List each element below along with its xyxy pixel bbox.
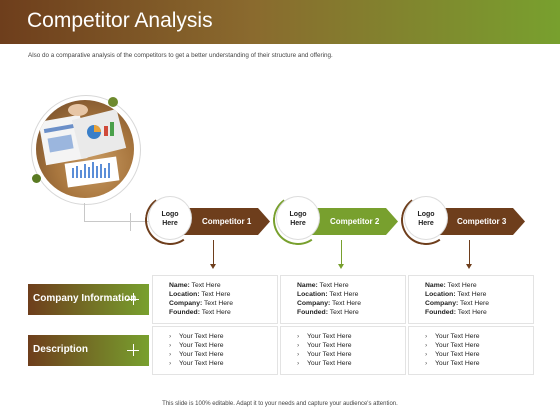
competitor-3-logo: Logo Here bbox=[405, 197, 447, 239]
chevron-right-icon: › bbox=[169, 351, 172, 358]
competitor-3-name: Competitor 3 bbox=[457, 217, 507, 226]
arrow-head-1 bbox=[210, 264, 216, 269]
label-divider-h bbox=[127, 299, 139, 300]
chevron-right-icon: › bbox=[297, 360, 300, 367]
chevron-right-icon: › bbox=[297, 333, 300, 340]
competitor-3-description: ›Your Text Here ›Your Text Here ›Your Te… bbox=[408, 326, 534, 375]
competitor-1-description: ›Your Text Here ›Your Text Here ›Your Te… bbox=[152, 326, 278, 375]
plus-icon bbox=[127, 344, 139, 356]
competitor-3-info: Name: Text Here Location: Text Here Comp… bbox=[408, 275, 534, 324]
arrow-head-2 bbox=[338, 264, 344, 269]
competitor-1-info: Name: Text Here Location: Text Here Comp… bbox=[152, 275, 278, 324]
arrow-line-1 bbox=[213, 240, 214, 264]
connector-tick bbox=[130, 213, 131, 231]
chevron-right-icon: › bbox=[425, 342, 428, 349]
decor-dot-top bbox=[108, 97, 118, 107]
arrow-line-2 bbox=[341, 240, 342, 264]
competitor-3-banner: Competitor 3 bbox=[433, 208, 525, 235]
competitor-2-info: Name: Text Here Location: Text Here Comp… bbox=[280, 275, 406, 324]
footer-note: This slide is 100% editable. Adapt it to… bbox=[162, 401, 398, 407]
analysis-illustration bbox=[38, 104, 127, 188]
analysis-photo bbox=[36, 100, 134, 198]
chevron-right-icon: › bbox=[169, 342, 172, 349]
competitor-1-name: Competitor 1 bbox=[202, 217, 252, 226]
chevron-right-icon: › bbox=[425, 360, 428, 367]
chevron-right-icon: › bbox=[297, 342, 300, 349]
chevron-right-icon: › bbox=[169, 333, 172, 340]
competitor-2-name: Competitor 2 bbox=[330, 217, 380, 226]
competitor-2-banner: Competitor 2 bbox=[306, 208, 398, 235]
arrow-line-3 bbox=[469, 240, 470, 264]
decor-dot-bottom bbox=[32, 174, 41, 183]
chevron-right-icon: › bbox=[425, 333, 428, 340]
connector-vertical bbox=[84, 203, 85, 221]
chevron-right-icon: › bbox=[169, 360, 172, 367]
arrow-head-3 bbox=[466, 264, 472, 269]
competitor-2-logo: Logo Here bbox=[277, 197, 319, 239]
subtitle: Also do a comparative analysis of the co… bbox=[28, 52, 333, 59]
competitor-2-description: ›Your Text Here ›Your Text Here ›Your Te… bbox=[280, 326, 406, 375]
connector-horizontal bbox=[84, 221, 149, 222]
header-bar: Competitor Analysis bbox=[0, 0, 560, 44]
competitor-1-logo: Logo Here bbox=[149, 197, 191, 239]
page-title: Competitor Analysis bbox=[27, 9, 213, 32]
chevron-right-icon: › bbox=[425, 351, 428, 358]
row-label-description: Description bbox=[28, 335, 149, 366]
competitor-1-banner: Competitor 1 bbox=[178, 208, 270, 235]
chevron-right-icon: › bbox=[297, 351, 300, 358]
